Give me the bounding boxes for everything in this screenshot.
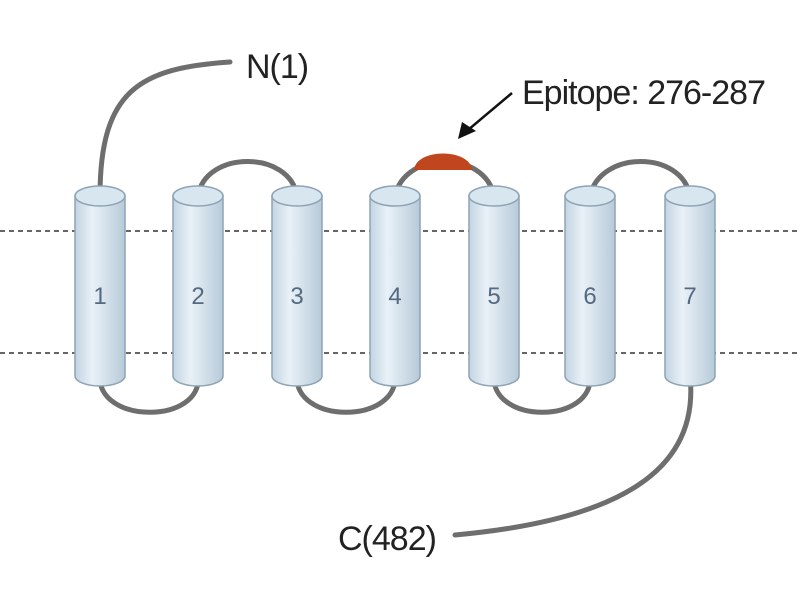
helix-body — [564, 195, 616, 387]
helix-top-cap — [271, 185, 323, 207]
helix-2: 2 — [172, 185, 224, 387]
helix-top-cap — [172, 185, 224, 207]
helix-number-label: 5 — [487, 283, 500, 310]
helix-number-label: 3 — [290, 283, 303, 310]
helix-3: 3 — [271, 185, 323, 387]
helix-7: 7 — [664, 185, 716, 387]
helix-body — [369, 195, 421, 387]
helix-number-label: 7 — [683, 283, 696, 310]
epitope-arrow-line — [467, 92, 513, 131]
helix-top-cap — [564, 185, 616, 207]
loop-6-7 — [587, 159, 693, 199]
helix-body — [271, 195, 323, 387]
helix-number-label: 6 — [583, 283, 596, 310]
helix-number-label: 1 — [93, 283, 106, 310]
helix-number-label: 4 — [388, 283, 401, 310]
loop-2-3 — [195, 159, 300, 199]
helix-top-cap — [664, 185, 716, 207]
loop-3-4 — [294, 371, 398, 415]
helix-body — [468, 195, 520, 387]
helix-body — [74, 195, 126, 387]
c-terminus-label: C(482) — [338, 520, 436, 558]
loop-1-2 — [97, 371, 201, 415]
helix-group: 1 2 3 4 5 6 7 — [74, 185, 716, 387]
epitope-arrow-head — [458, 122, 476, 139]
n-terminus-label: N(1) — [246, 48, 308, 86]
n-terminus-tail — [97, 59, 233, 199]
helix-1: 1 — [74, 185, 126, 387]
helix-body — [172, 195, 224, 387]
helix-6: 6 — [564, 185, 616, 387]
c-terminus-tail — [452, 373, 694, 538]
helix-top-cap — [468, 185, 520, 207]
helix-body — [664, 195, 716, 387]
helix-5: 5 — [468, 185, 520, 387]
helix-4: 4 — [369, 185, 421, 387]
loop-5-6 — [491, 371, 593, 415]
helix-number-label: 2 — [191, 283, 204, 310]
epitope-label: Epitope: 276-287 — [522, 74, 765, 112]
helix-top-cap — [74, 185, 126, 207]
epitope-marker — [414, 153, 472, 170]
helix-top-cap — [369, 185, 421, 207]
